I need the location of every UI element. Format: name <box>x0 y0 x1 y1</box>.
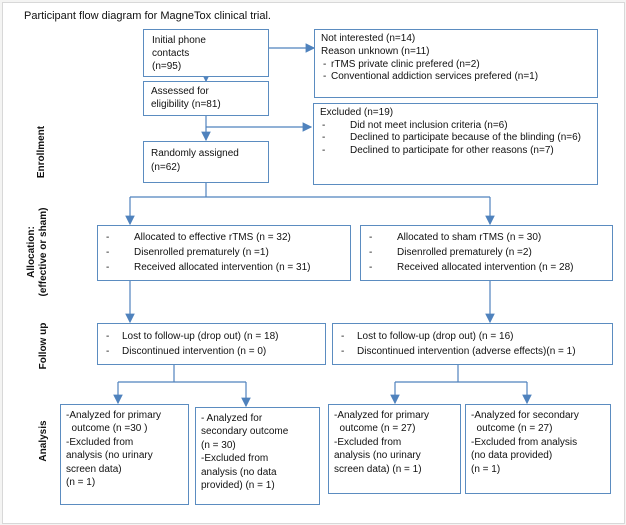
analysis-line: outcome (n = 27) <box>471 423 553 435</box>
not-interested-line2: Reason unknown (n=11) <box>321 45 430 57</box>
initial-contacts-line1: Initial phone <box>152 35 206 46</box>
allocation-effective-item: Received allocated intervention (n = 31) <box>104 260 344 275</box>
analysis-line: -Excluded from <box>334 436 402 448</box>
allocation-sham-item: Received allocated intervention (n = 28) <box>367 260 606 275</box>
assessed-eligibility-box: Assessed for eligibility (n=81) <box>143 81 269 116</box>
randomly-assigned-line1: Randomly assigned <box>151 148 239 159</box>
analysis-line: analysis (no urinary <box>66 450 153 462</box>
analysis-line: screen data) <box>66 463 122 475</box>
not-interested-box: Not interested (n=14) Reason unknown (n=… <box>314 29 598 98</box>
analysis-line: -Excluded from <box>66 436 134 448</box>
excluded-box: Excluded (n=19) Did not meet inclusion c… <box>313 103 598 185</box>
analysis-sham-primary-box: -Analyzed for primary outcome (n = 27) -… <box>328 404 461 494</box>
analysis-line: provided) (n = 1) <box>201 480 275 492</box>
allocation-sham-box: Allocated to sham rTMS (n = 30) Disenrol… <box>360 225 613 281</box>
page-title: Participant flow diagram for MagneTox cl… <box>24 10 271 22</box>
randomly-assigned-box: Randomly assigned (n=62) <box>143 141 269 183</box>
followup-sham-box: Lost to follow-up (drop out) (n = 16) Di… <box>332 323 613 365</box>
analysis-line: (n = 1) <box>471 463 501 475</box>
allocation-sham-item: Disenrolled prematurely (n =2) <box>367 245 606 260</box>
analysis-line: -Analyzed for primary <box>66 410 162 421</box>
not-interested-item: Conventional addiction services prefered… <box>321 71 591 84</box>
followup-effective-item: Lost to follow-up (drop out) (n = 18) <box>104 329 319 344</box>
excluded-header: Excluded (n=19) <box>320 107 394 118</box>
analysis-line: -Excluded from analysis <box>471 436 578 448</box>
excluded-item: Declined to participate because of the b… <box>320 132 591 145</box>
analysis-line: (n = 30) <box>201 439 236 451</box>
followup-sham-item: Lost to follow-up (drop out) (n = 16) <box>339 329 606 344</box>
not-interested-item: rTMS private clinic prefered (n=2) <box>321 59 591 72</box>
initial-contacts-count: (n=95) <box>152 61 182 72</box>
analysis-line: outcome (n =30 ) <box>66 423 148 435</box>
assessed-line1: Assessed for <box>151 86 209 97</box>
excluded-item: Did not meet inclusion criteria (n=6) <box>320 120 591 133</box>
allocation-effective-item: Allocated to effective rTMS (n = 32) <box>104 230 344 245</box>
analysis-sham-secondary-box: -Analyzed for secondary outcome (n = 27)… <box>465 404 611 494</box>
analysis-line: -Analyzed for secondary <box>471 410 579 421</box>
analysis-line: (no data provided) <box>471 450 553 462</box>
followup-sham-item: Discontinued intervention (adverse effec… <box>339 344 606 359</box>
analysis-line: screen data) (n = 1) <box>334 463 422 475</box>
analysis-effective-primary-box: -Analyzed for primary outcome (n =30 ) -… <box>60 404 189 505</box>
assessed-line2: eligibility (n=81) <box>151 99 221 110</box>
allocation-effective-box: Allocated to effective rTMS (n = 32) Dis… <box>97 225 351 281</box>
analysis-line: analysis (no urinary <box>334 450 421 462</box>
analysis-line: outcome (n = 27) <box>334 423 416 435</box>
analysis-line: (n = 1) <box>66 477 96 489</box>
randomly-assigned-line2: (n=62) <box>151 162 181 173</box>
analysis-line: analysis (no data <box>201 466 277 478</box>
initial-contacts-line2: contacts <box>152 48 190 59</box>
not-interested-line1: Not interested (n=14) <box>321 33 416 44</box>
analysis-line: -Excluded from <box>201 453 269 465</box>
analysis-line: secondary outcome <box>201 426 289 438</box>
allocation-effective-item: Disenrolled prematurely (n =1) <box>104 245 344 260</box>
followup-effective-box: Lost to follow-up (drop out) (n = 18) Di… <box>97 323 326 365</box>
analysis-line: -Analyzed for primary <box>334 410 430 421</box>
excluded-item: Declined to participate for other reason… <box>320 145 591 158</box>
followup-effective-item: Discontinued intervention (n = 0) <box>104 344 319 359</box>
analysis-effective-secondary-box: - Analyzed for secondary outcome (n = 30… <box>195 407 320 505</box>
initial-contacts-box: Initial phone contacts (n=95) <box>143 29 269 77</box>
analysis-line: - Analyzed for <box>201 413 263 424</box>
allocation-sham-item: Allocated to sham rTMS (n = 30) <box>367 230 606 245</box>
